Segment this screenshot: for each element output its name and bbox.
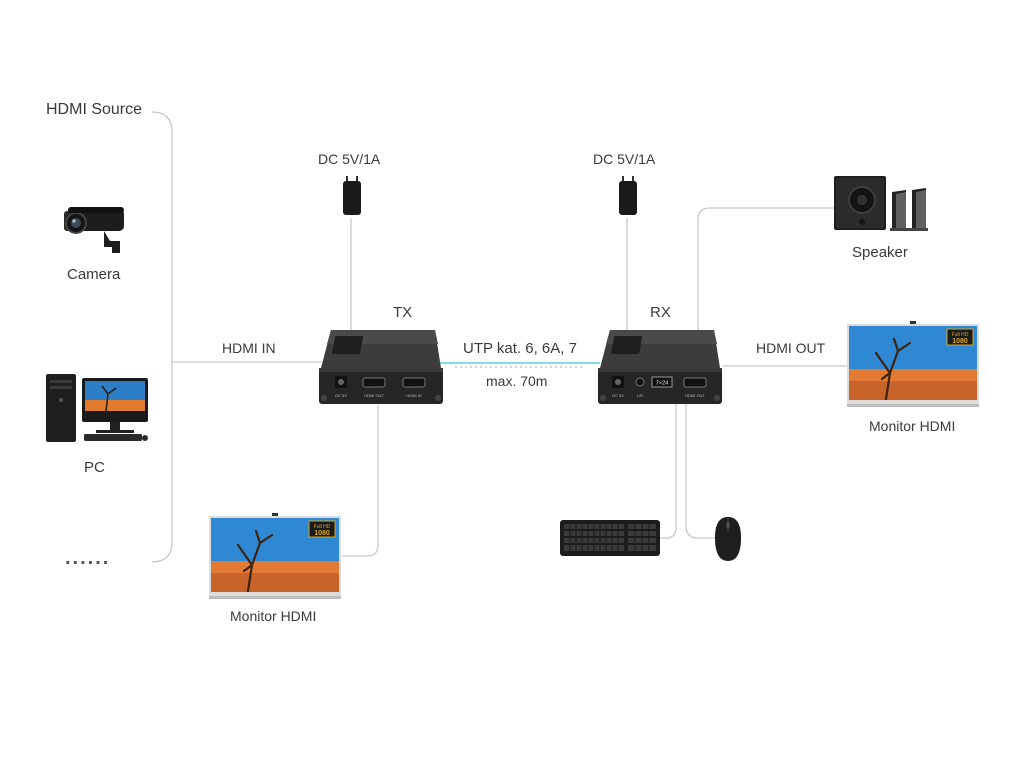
resolution-badge: 1080 bbox=[314, 530, 330, 537]
mouse-icon bbox=[715, 517, 741, 561]
fullhd-badge: Full HD bbox=[314, 524, 331, 530]
rx-port-lr-label: L/R bbox=[637, 393, 643, 398]
tx-title: TX bbox=[393, 304, 413, 321]
tx-monitor-label: Monitor HDMI bbox=[230, 608, 317, 624]
distance-label: max. 70m bbox=[486, 373, 548, 389]
camera-icon bbox=[64, 207, 124, 253]
pc-label: PC bbox=[84, 459, 105, 476]
tx-port-out-label: HDMI OUT bbox=[364, 393, 384, 398]
power-adapter-icon bbox=[343, 176, 361, 215]
hdmi-source-title: HDMI Source bbox=[46, 101, 143, 118]
pc-icon bbox=[46, 374, 148, 442]
monitor-icon: Full HD 1080 bbox=[209, 513, 341, 599]
rx-mode-switch-label: 7×24 bbox=[656, 381, 668, 387]
rx-power-label: DC 5V/1A bbox=[593, 151, 656, 167]
resolution-badge: 1080 bbox=[952, 338, 968, 345]
speaker-label: Speaker bbox=[852, 244, 908, 261]
power-adapter-icon bbox=[619, 176, 637, 215]
speaker-icon bbox=[834, 176, 928, 231]
rx-extender-device: 7×24 DC 5V L/R HDMI OUT bbox=[598, 330, 722, 404]
tx-port-in-label: HDMI IN bbox=[406, 393, 421, 398]
utp-cable-label: UTP kat. 6, 6A, 7 bbox=[463, 340, 577, 357]
rx-port-out-label: HDMI OUT bbox=[685, 393, 705, 398]
more-sources-ellipsis: ...... bbox=[65, 547, 111, 569]
tx-port-dc-label: DC 5V bbox=[335, 393, 347, 398]
rx-port-dc-label: DC 5V bbox=[612, 393, 624, 398]
keyboard-icon bbox=[560, 520, 660, 556]
hdmi-in-label: HDMI IN bbox=[222, 340, 276, 356]
hdmi-out-label: HDMI OUT bbox=[756, 340, 826, 356]
camera-label: Camera bbox=[67, 266, 121, 283]
tx-extender-device: DC 5V HDMI OUT HDMI IN bbox=[319, 330, 443, 404]
rx-title: RX bbox=[650, 304, 671, 321]
rx-monitor-label: Monitor HDMI bbox=[869, 418, 956, 434]
monitor-icon: Full HD 1080 bbox=[847, 321, 979, 407]
tx-power-label: DC 5V/1A bbox=[318, 151, 381, 167]
fullhd-badge: Full HD bbox=[952, 332, 969, 338]
